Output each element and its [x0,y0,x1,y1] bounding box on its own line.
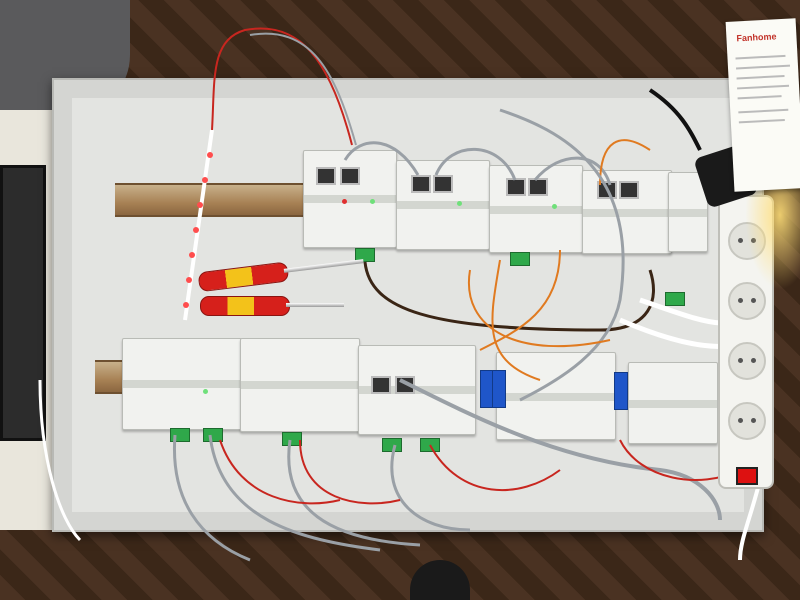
screwdriver-icon [200,296,350,316]
terminal-block [355,248,375,262]
led-strip-icon [183,152,213,308]
power-switch [736,467,758,485]
terminal-block-blue [492,370,506,408]
flyer-brand: Fanhome [736,31,777,44]
terminal-block [282,432,302,446]
module-top-4 [582,170,672,254]
module-top-2 [396,160,490,250]
module-bottom-2 [240,338,360,432]
flyer-sheet: Fanhome [725,18,800,192]
terminal-block [665,292,685,306]
side-case [0,165,46,441]
module-bottom-5 [628,362,718,444]
terminal-block [203,428,223,442]
power-strip [718,195,774,489]
power-outlet-icon [728,402,766,440]
module-bottom-4 [496,352,616,440]
shoe [410,560,470,600]
power-outlet-icon [728,342,766,380]
module-bottom-1 [122,338,242,430]
terminal-block-blue [614,372,628,410]
terminal-block [510,252,530,266]
module-top-1 [303,150,397,248]
din-rail-top [115,183,310,217]
